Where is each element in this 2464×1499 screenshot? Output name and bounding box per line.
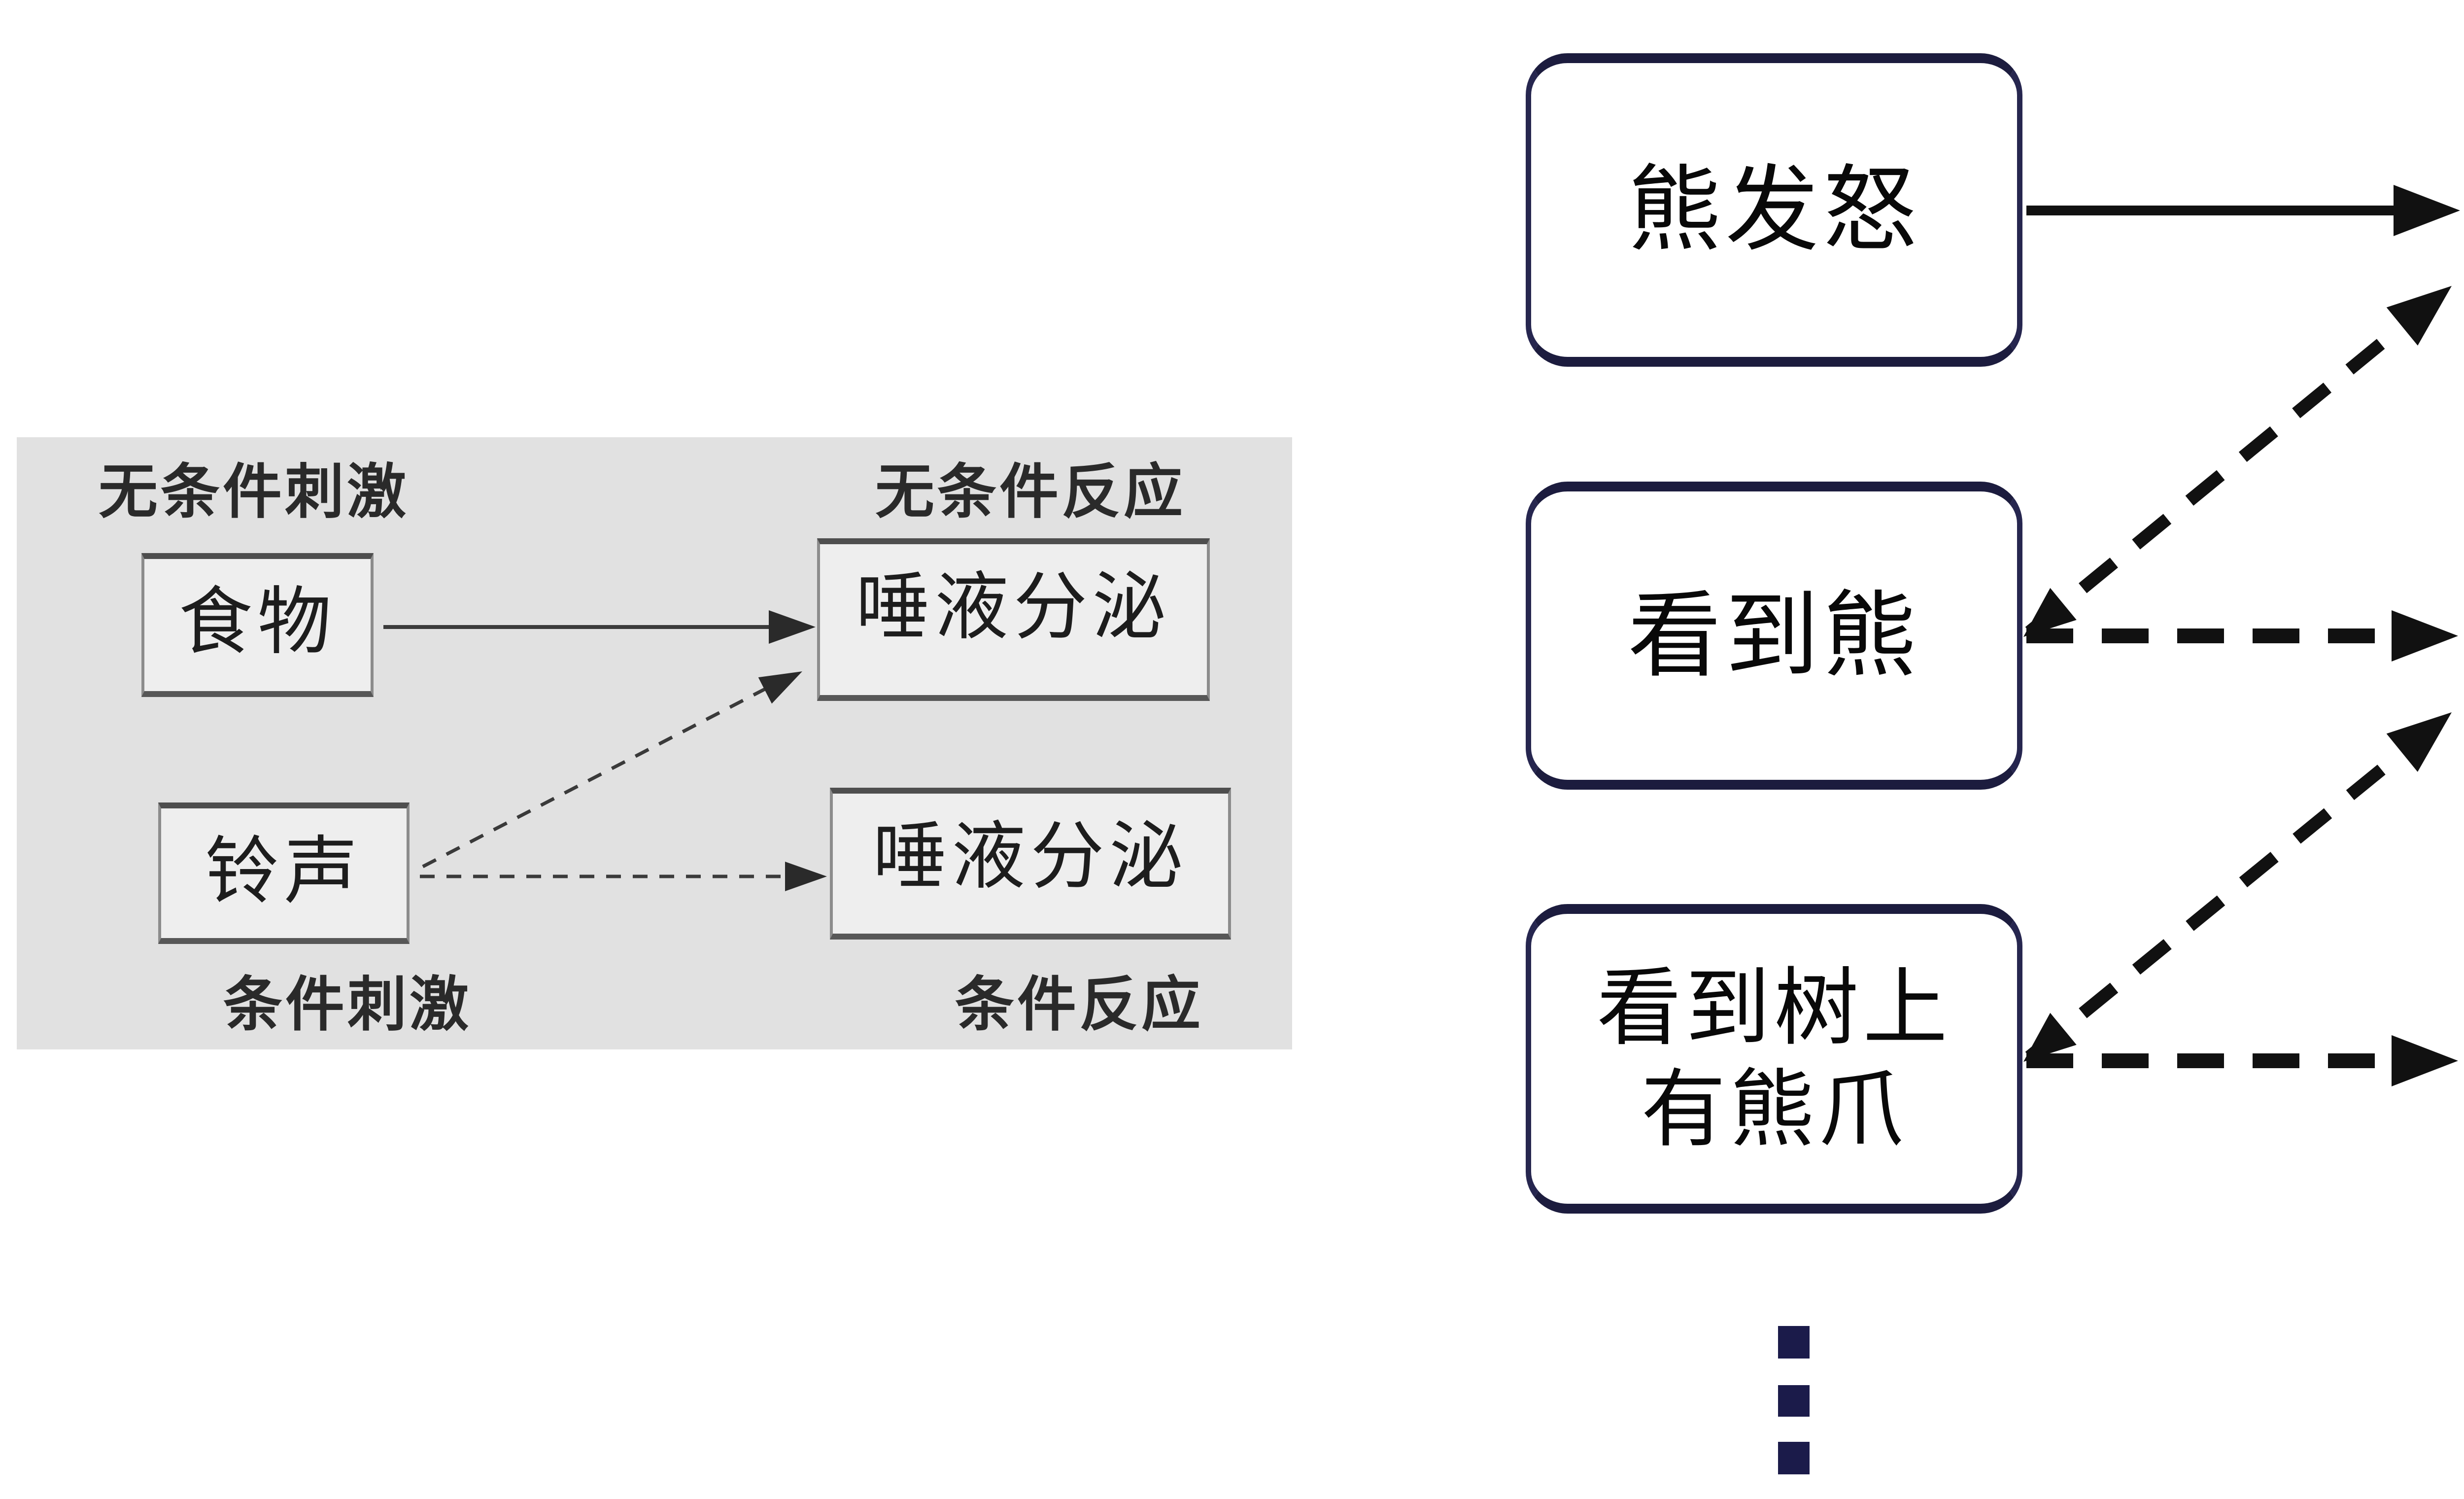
arrowhead	[2392, 1035, 2458, 1086]
edge-see-bear-to-value-next	[2026, 610, 2458, 662]
node-food-label: 食物	[178, 580, 337, 663]
node-bell-label: 铃声	[205, 830, 363, 912]
arrowhead	[2386, 286, 2452, 346]
label-conditioned-response: 条件反应	[955, 972, 1203, 1038]
node-see-bear: 看到熊	[1526, 482, 2022, 790]
node-salivation-conditioned: 唾液分泌	[830, 788, 1231, 940]
edge-see-bear-to-reward	[2023, 286, 2452, 637]
node-bear-rage-label: 熊发怒	[1627, 158, 1920, 262]
node-see-claws: 看到树上 有熊爪	[1526, 904, 2022, 1214]
arrowhead	[2386, 712, 2452, 772]
ellipsis-dot	[1778, 1385, 1810, 1417]
node-bell: 铃声	[158, 802, 410, 944]
arrowhead	[2392, 610, 2458, 662]
edge-bear-rage-to-reward	[2026, 185, 2460, 236]
pavlov-conditioning-panel: 无条件刺激 无条件反应 食物 唾液分泌 铃声 唾液分泌 条件刺激 条件反应	[17, 437, 1292, 1049]
node-salivation-conditioned-label: 唾液分泌	[872, 815, 1188, 898]
node-food: 食物	[141, 553, 374, 697]
ellipsis-left-column	[1778, 1326, 1810, 1474]
node-salivation-unconditioned: 唾液分泌	[817, 538, 1210, 701]
node-bear-rage: 熊发怒	[1526, 53, 2022, 367]
label-unconditioned-response: 无条件反应	[875, 459, 1186, 525]
node-salivation-unconditioned-label: 唾液分泌	[856, 565, 1171, 648]
edge-see-claws-to-value-state	[2026, 1035, 2458, 1086]
label-conditioned-stimulus: 条件刺激	[223, 972, 472, 1038]
node-see-claws-label: 看到树上 有熊爪	[1597, 960, 1951, 1157]
node-see-bear-label: 看到熊	[1627, 583, 1920, 688]
ellipsis-dot	[1778, 1326, 1810, 1359]
label-unconditioned-stimulus: 无条件刺激	[99, 459, 409, 525]
arrowhead	[2394, 185, 2460, 236]
edge-see-claws-to-value-next	[2023, 712, 2452, 1062]
ellipsis-dot	[1778, 1442, 1810, 1474]
